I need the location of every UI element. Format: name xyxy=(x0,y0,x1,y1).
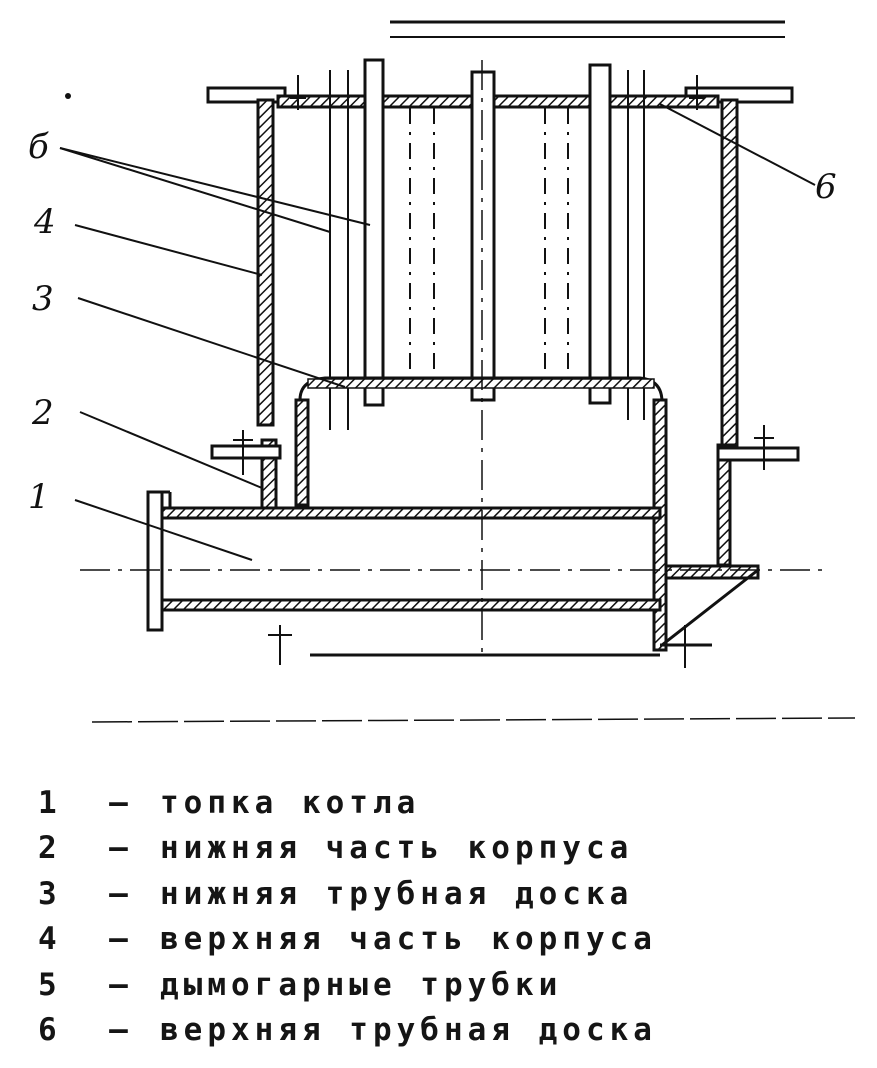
legend-separator: – xyxy=(109,830,133,867)
callout-3: 3 xyxy=(32,279,54,319)
legend-number: 3 xyxy=(38,875,62,912)
legend-separator: – xyxy=(109,966,133,1003)
callout-6: 6 xyxy=(815,167,837,207)
firebox xyxy=(146,490,662,632)
legend-number: 4 xyxy=(38,921,62,958)
legend-separator: – xyxy=(109,1012,133,1049)
legend-label: верхняя часть корпуса xyxy=(160,921,657,958)
legend-separator: – xyxy=(109,784,133,821)
legend-separator: – xyxy=(109,875,133,912)
mid-bolts xyxy=(233,425,774,475)
legend-item: 5 – дымогарные трубки xyxy=(38,962,858,1008)
bottom-bolts xyxy=(268,625,686,668)
separator-line xyxy=(91,717,856,723)
callout-2: 2 xyxy=(32,393,54,433)
smoke-tubes xyxy=(329,58,645,430)
legend-label: дымогарные трубки xyxy=(160,966,563,1003)
legend: 1 – топка котла 2 – нижняя часть корпуса… xyxy=(38,780,858,1053)
callout-1: 1 xyxy=(28,477,50,517)
legend-number: 5 xyxy=(38,966,62,1003)
callout-5: б xyxy=(28,127,49,167)
legend-separator: – xyxy=(109,921,133,958)
top-bolts xyxy=(290,75,705,110)
legend-number: 1 xyxy=(38,784,62,821)
boiler-drawing xyxy=(59,20,856,723)
legend-label: нижняя часть корпуса xyxy=(160,830,634,867)
legend-item: 4 – верхняя часть корпуса xyxy=(38,917,858,963)
legend-item: 6 – верхняя трубная доска xyxy=(38,1008,858,1054)
callout-4: 4 xyxy=(34,202,56,242)
legend-number: 6 xyxy=(38,1012,62,1049)
leader-lines xyxy=(59,103,816,561)
legend-item: 2 – нижняя часть корпуса xyxy=(38,826,858,872)
center-lines xyxy=(80,60,830,660)
legend-label: верхняя трубная доска xyxy=(160,1012,657,1049)
right-bracket xyxy=(660,564,760,647)
legend-number: 2 xyxy=(38,830,62,867)
legend-label: топка котла xyxy=(160,784,421,821)
mid-flange-right xyxy=(716,446,800,462)
legend-item: 1 – топка котла xyxy=(38,780,858,826)
upper-tube-sheet xyxy=(276,94,720,109)
lower-body-shell xyxy=(260,398,732,652)
mid-flange-left xyxy=(210,444,282,460)
legend-label: нижняя трубная доска xyxy=(160,875,634,912)
legend-item: 3 – нижняя трубная доска xyxy=(38,871,858,917)
